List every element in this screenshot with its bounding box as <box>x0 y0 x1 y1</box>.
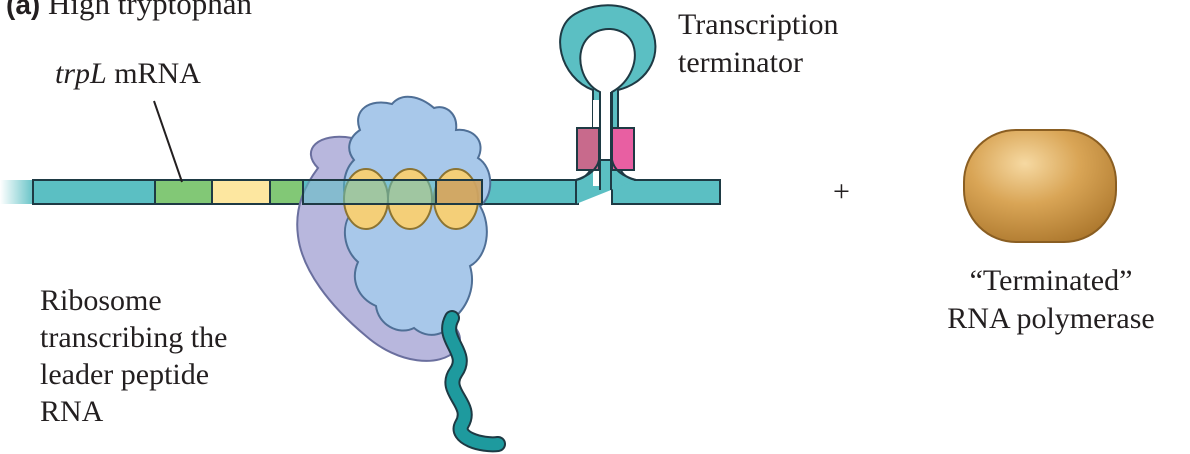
mrna-pointer-line <box>154 101 182 182</box>
plus-sign: + <box>833 174 850 210</box>
ribosome-label-line-4: RNA <box>40 393 227 430</box>
terminator-label-line-2: terminator <box>678 44 839 82</box>
mrna-region-2 <box>270 180 303 204</box>
mrna-region-trp-codons <box>212 180 270 204</box>
polymerase-label-line-2: RNA polymerase <box>936 300 1166 338</box>
leader-peptide-chain <box>449 318 498 444</box>
polymerase-label-line-1: “Terminated” <box>936 262 1166 300</box>
mrna-backbone-right <box>612 180 720 204</box>
ribosome-label: Ribosome transcribing the leader peptide… <box>40 282 227 430</box>
ribosome-label-line-1: Ribosome <box>40 282 227 319</box>
panel-title-text: High tryptophan <box>48 0 252 21</box>
terminator-label: Transcription terminator <box>678 6 839 82</box>
ribosome-label-line-3: leader peptide <box>40 356 227 393</box>
panel-letter: (a) <box>6 0 40 20</box>
hairpin-pair-left <box>577 128 599 170</box>
terminator-label-line-1: Transcription <box>678 6 839 44</box>
terminator-hairpin <box>560 5 655 204</box>
panel-title: (a) High tryptophan <box>6 0 252 23</box>
mrna-fade-end <box>0 180 36 204</box>
gene-name: trpL <box>55 57 107 90</box>
ribosome <box>297 97 498 445</box>
trpl-mrna-label: trpL mRNA <box>55 56 201 92</box>
mrna-word: mRNA <box>107 57 201 90</box>
hairpin-pair-right <box>612 128 634 170</box>
polymerase-label: “Terminated” RNA polymerase <box>936 262 1166 338</box>
stop-codon-region <box>436 180 482 204</box>
mrna-region-1 <box>155 180 212 204</box>
ribosome-label-line-2: transcribing the <box>40 319 227 356</box>
rna-polymerase-shape <box>964 130 1116 242</box>
